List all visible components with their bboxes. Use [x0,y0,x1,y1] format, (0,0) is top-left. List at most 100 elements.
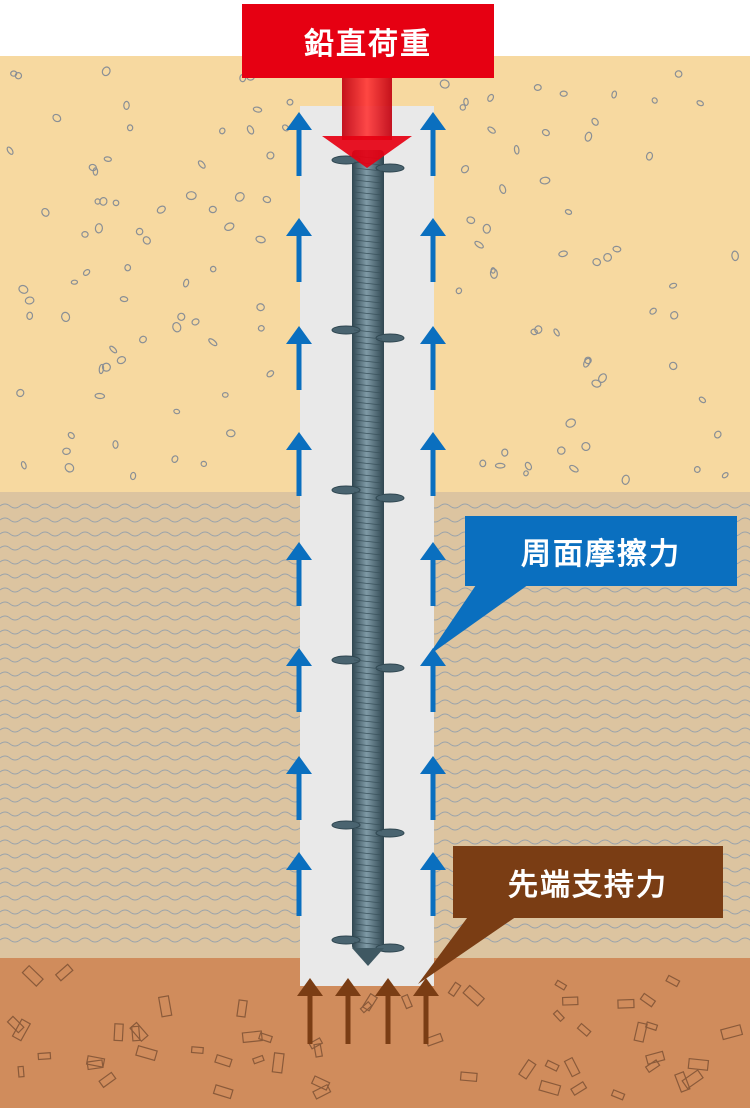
arrow-shaft [423,992,429,1044]
arrow-head [286,112,312,130]
rock-chip [538,1079,562,1097]
pebble [591,117,599,126]
arrow-shaft [296,126,302,176]
rock-chip [462,984,486,1007]
pebble [6,146,14,155]
rock-chip [113,1023,124,1042]
shaft-texture [353,467,383,472]
pebble [109,345,118,354]
pebble [714,430,722,439]
pebble [112,440,119,449]
pebble [124,264,132,272]
pebble [82,268,91,277]
pebble [524,461,533,471]
rock-chip [236,999,248,1018]
shaft-texture [353,917,383,922]
arrow-shaft [296,770,302,820]
arrow-shaft [430,556,436,606]
rock-chip [251,1054,265,1065]
pebble [584,131,593,142]
shaft-texture [353,695,383,700]
shaft-texture [353,437,383,442]
shaft-texture [353,395,383,400]
shaft-texture [353,683,383,688]
up-arrow-icon [420,542,446,606]
rock-chip [681,1069,704,1090]
arrow-head [420,648,446,666]
up-arrow-icon [286,542,312,606]
shaft-texture [353,281,383,286]
arrow-shaft [296,446,302,496]
shaft-texture [353,335,383,340]
shaft-texture [353,365,383,370]
rock-chip [271,1052,285,1074]
rock-chip [610,1089,626,1101]
rock-chip [617,998,635,1009]
rock-chip [447,981,462,998]
pebble [591,379,602,388]
shaft-texture [353,863,383,868]
shaft-texture [353,407,383,412]
pebble [41,207,50,217]
shaft-texture [353,203,383,208]
pebble [541,128,550,137]
shaft-texture [353,581,383,586]
shaft-texture [353,425,383,430]
pebble [142,236,151,245]
pebble [24,296,35,305]
shaft-texture [353,197,383,202]
shaft-texture [353,347,383,352]
pebble [94,223,104,234]
up-arrow-icon [286,218,312,282]
rock-chip [552,1009,566,1023]
arrow-shaft [430,770,436,820]
shaft-texture [353,233,383,238]
pebble [479,459,487,468]
pebble [494,462,506,469]
pile-tip [352,948,384,966]
shaft-texture [353,227,383,232]
arrow-head [286,648,312,666]
shaft-texture [353,593,383,598]
rock-chip [37,1052,52,1061]
up-arrow-icon [420,852,446,916]
pebble [674,70,683,78]
rock-chip [86,1059,104,1071]
shaft-texture [353,773,383,778]
shaft-texture [353,431,383,436]
arrow-shaft [296,340,302,390]
shaft-texture [353,263,383,268]
shaft-texture [353,515,383,520]
pebble [119,296,129,303]
arrow-head [286,852,312,870]
up-arrow-icon [420,218,446,282]
friction-callout-pointer [428,582,532,656]
rock-chip [190,1046,204,1055]
arrow-head [420,542,446,560]
pebble [439,79,450,89]
shaft-texture [353,557,383,562]
shaft-texture [353,911,383,916]
pebble [621,474,630,485]
shaft-texture [353,635,383,640]
shaft-texture [353,509,383,514]
rock-chip [720,1024,744,1041]
pebble [558,250,568,258]
pebble [466,216,476,225]
pebble [116,356,127,365]
pebble [460,165,470,174]
shaft-texture [353,881,383,886]
pebble [565,418,577,428]
shaft-texture [353,941,383,946]
pebble [173,408,181,415]
rock-chip [544,1059,560,1072]
helix-plate [375,163,405,173]
shaft-texture [353,929,383,934]
arrow-shaft [430,340,436,390]
helix-plate [331,935,361,945]
pebble [67,431,75,440]
shaft-texture [353,875,383,880]
arrow-head [420,432,446,450]
shaft-texture [353,167,383,172]
shaft-texture [353,671,383,676]
